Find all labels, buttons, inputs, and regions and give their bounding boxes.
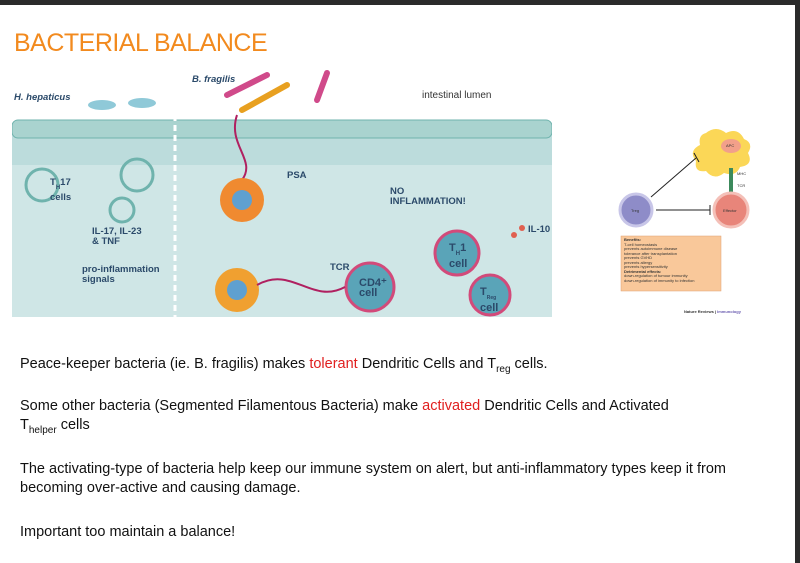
label-intestinal-lumen: intestinal lumen [422, 90, 492, 101]
apc-label: APC [726, 143, 735, 148]
treg-label: Treg [631, 208, 640, 213]
paragraph-1: Peace-keeper bacteria (ie. B. fragilis) … [20, 356, 548, 375]
label-cd4-cell: CD4⁺cell [359, 277, 387, 299]
paragraph-4: Important too maintain a balance! [20, 524, 236, 540]
figure-credit: Nature Reviews | Immunology [684, 309, 741, 314]
slide: BACTERIAL BALANCE [0, 5, 795, 563]
label-psa: PSA [287, 170, 307, 181]
tcr-label: TCR [737, 183, 746, 188]
slide-title: BACTERIAL BALANCE [14, 29, 268, 57]
gut-bacteria-illustration: H. hepaticus B. fragilis intestinal lume… [11, 65, 553, 317]
treg-diagram-graphic [618, 129, 751, 292]
paragraph-2: Some other bacteria (Segmented Filamento… [20, 398, 669, 436]
label-il10: IL-10 [528, 224, 551, 235]
mhc-label: MHC [737, 171, 747, 176]
treg-diagram: APC MHC TCR Treg Effector Benefits: T-ce… [606, 113, 786, 318]
illustration-graphic [11, 70, 553, 317]
label-il17: IL-17, IL-23& TNF [92, 226, 142, 247]
label-tcr: TCR [330, 262, 350, 273]
paragraph-3: The activating-type of bacteria help kee… [20, 461, 726, 496]
effector-label: Effector [723, 208, 737, 213]
label-h-hepaticus: H. hepaticus [14, 92, 71, 103]
label-b-fragilis: B. fragilis [192, 74, 236, 85]
